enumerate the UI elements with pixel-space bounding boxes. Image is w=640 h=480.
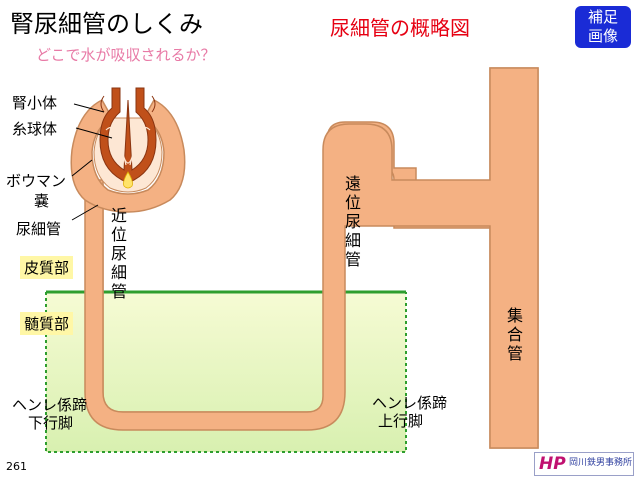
badge-line-1: 補足 [587, 8, 618, 26]
medulla-dotted-border [45, 292, 407, 453]
label-distal-tubule: 遠位尿細管 [344, 174, 361, 269]
label-henle-descending-2: 下行脚 [28, 414, 74, 432]
label-bowman-1: ボウマン [6, 172, 67, 190]
bowman-capsule [70, 99, 186, 213]
label-medulla: 髄質部 [20, 312, 74, 335]
label-bowman-2: 嚢 [34, 192, 50, 210]
label-glomerulus: 糸球体 [12, 120, 58, 138]
label-henle-ascending-1: ヘンレ係蹄 [372, 394, 448, 412]
label-henle-descending-1: ヘンレ係蹄 [12, 396, 88, 414]
logo-publisher: 岡川鉄男事務所 [569, 458, 633, 468]
badge-line-2: 画像 [587, 27, 618, 45]
label-renal-corpuscle: 腎小体 [12, 94, 58, 112]
logo-mark: HP [539, 454, 566, 474]
glomerulus-icon [99, 87, 157, 183]
label-renal-tubule: 尿細管 [16, 220, 62, 238]
label-cortex: 皮質部 [20, 256, 74, 279]
label-proximal-tubule: 近位尿細管 [110, 206, 127, 301]
page-title: 腎尿細管のしくみ [10, 10, 203, 38]
label-henle-ascending-2: 上行脚 [378, 412, 424, 430]
page-number: 261 [6, 460, 27, 473]
filtrate-droplet-icon [123, 171, 133, 189]
supplement-image-badge[interactable]: 補足 画像 [575, 6, 631, 48]
subtitle: どこで水が吸収されるか？ [36, 46, 216, 64]
label-collecting-duct: 集合管 [506, 306, 523, 363]
publisher-logo: HP 岡川鉄男事務所 [534, 452, 634, 476]
diagram-heading: 尿細管の概略図 [330, 16, 470, 40]
tubule-body [84, 67, 539, 449]
leader-lines [71, 103, 113, 221]
